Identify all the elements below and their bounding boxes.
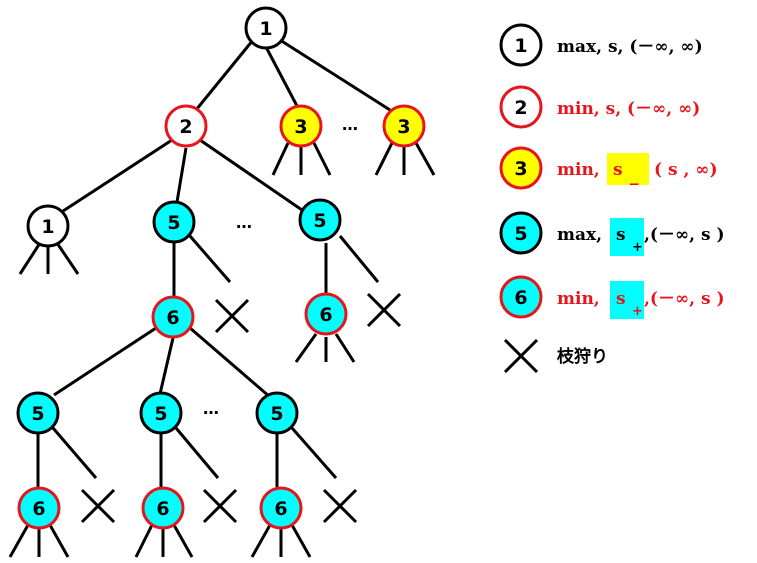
cross-icon: [366, 292, 402, 328]
cross-icon: [202, 488, 238, 524]
legend-text: max,: [557, 225, 602, 245]
tree-node-max-cyan: 5: [16, 391, 60, 435]
legend-text: ,(－∞, s ): [644, 289, 725, 309]
cross-icon: [80, 488, 116, 524]
legend-text: min, s, (－∞, ∞): [557, 99, 700, 119]
svg-text:6: 6: [514, 287, 527, 309]
legend-text: max, s, (－∞, ∞): [557, 37, 703, 57]
tree-node-max-cyan: 5: [255, 391, 299, 435]
svg-text:1: 1: [514, 35, 527, 57]
tree-node-min-cyan: 6: [17, 486, 61, 530]
svg-text:5: 5: [167, 212, 180, 234]
svg-text:3: 3: [397, 116, 410, 138]
tree-node-max-cyan: 5: [298, 198, 342, 242]
legend-text: ( s , ∞): [654, 160, 718, 180]
tree-node-max: 1: [26, 204, 70, 248]
legend-item-min-yellow: 3 min, s _ ( s , ∞): [499, 146, 718, 190]
legend-item-max-cyan: 5 max, s + ,(－∞, s ): [499, 211, 725, 256]
svg-text:5: 5: [154, 403, 167, 425]
cross-icon: [503, 338, 539, 374]
tree-node-min-cyan: 6: [304, 292, 348, 336]
svg-text:5: 5: [270, 403, 283, 425]
tree-node-min-yellow: 3: [382, 104, 426, 148]
cross-icon: [214, 298, 250, 334]
tree-node-min-cyan: 6: [151, 295, 195, 339]
legend-text: min,: [557, 160, 600, 180]
tree-node-min-cyan: 6: [259, 486, 303, 530]
legend-highlight: s: [616, 225, 626, 245]
svg-text:1: 1: [259, 18, 272, 40]
ellipsis: …: [203, 399, 219, 418]
tree-node-min-cyan: 6: [141, 486, 185, 530]
svg-text:1: 1: [41, 216, 54, 238]
legend-item-min-cyan: 6 min, s + ,(－∞, s ): [499, 275, 725, 319]
legend-highlight: s: [616, 289, 626, 309]
tree-node-root: 1: [244, 6, 288, 50]
svg-text:5: 5: [31, 403, 44, 425]
svg-text:6: 6: [32, 498, 45, 520]
svg-text:6: 6: [166, 307, 179, 329]
legend-item-max: 1 max, s, (－∞, ∞): [499, 23, 703, 67]
legend: 1 max, s, (－∞, ∞) 2 min, s, (－∞, ∞) 3 mi…: [499, 23, 725, 374]
tree-node-min: 2: [164, 104, 208, 148]
svg-text:2: 2: [514, 97, 527, 119]
tree-node-max-cyan: 5: [139, 391, 183, 435]
legend-item-min: 2 min, s, (－∞, ∞): [499, 85, 700, 129]
legend-highlight-sub: _: [630, 166, 639, 186]
legend-highlight-sub: +: [632, 304, 643, 319]
svg-text:6: 6: [274, 498, 287, 520]
ellipsis: …: [342, 115, 358, 134]
highlight-box: [610, 218, 644, 256]
svg-text:5: 5: [514, 223, 527, 245]
highlight-box: [607, 153, 649, 185]
tree-node-min-yellow: 3: [279, 104, 323, 148]
prune-crosses: [80, 292, 402, 524]
svg-text:3: 3: [294, 116, 307, 138]
tree-edges: [8, 38, 436, 558]
legend-text: 枝狩り: [557, 346, 608, 367]
legend-text: min,: [557, 289, 600, 309]
svg-text:5: 5: [313, 210, 326, 232]
tree-node-max-cyan: 5: [152, 200, 196, 244]
legend-text: ,(－∞, s ): [644, 225, 725, 245]
legend-item-prune: 枝狩り: [503, 338, 608, 374]
ellipsis: …: [236, 213, 252, 232]
svg-text:6: 6: [156, 498, 169, 520]
svg-text:3: 3: [514, 158, 527, 180]
cross-icon: [322, 488, 358, 524]
svg-text:6: 6: [319, 304, 332, 326]
legend-highlight: s: [613, 160, 623, 180]
highlight-box: [610, 281, 644, 319]
svg-text:2: 2: [179, 116, 192, 138]
legend-highlight-sub: +: [632, 240, 643, 255]
